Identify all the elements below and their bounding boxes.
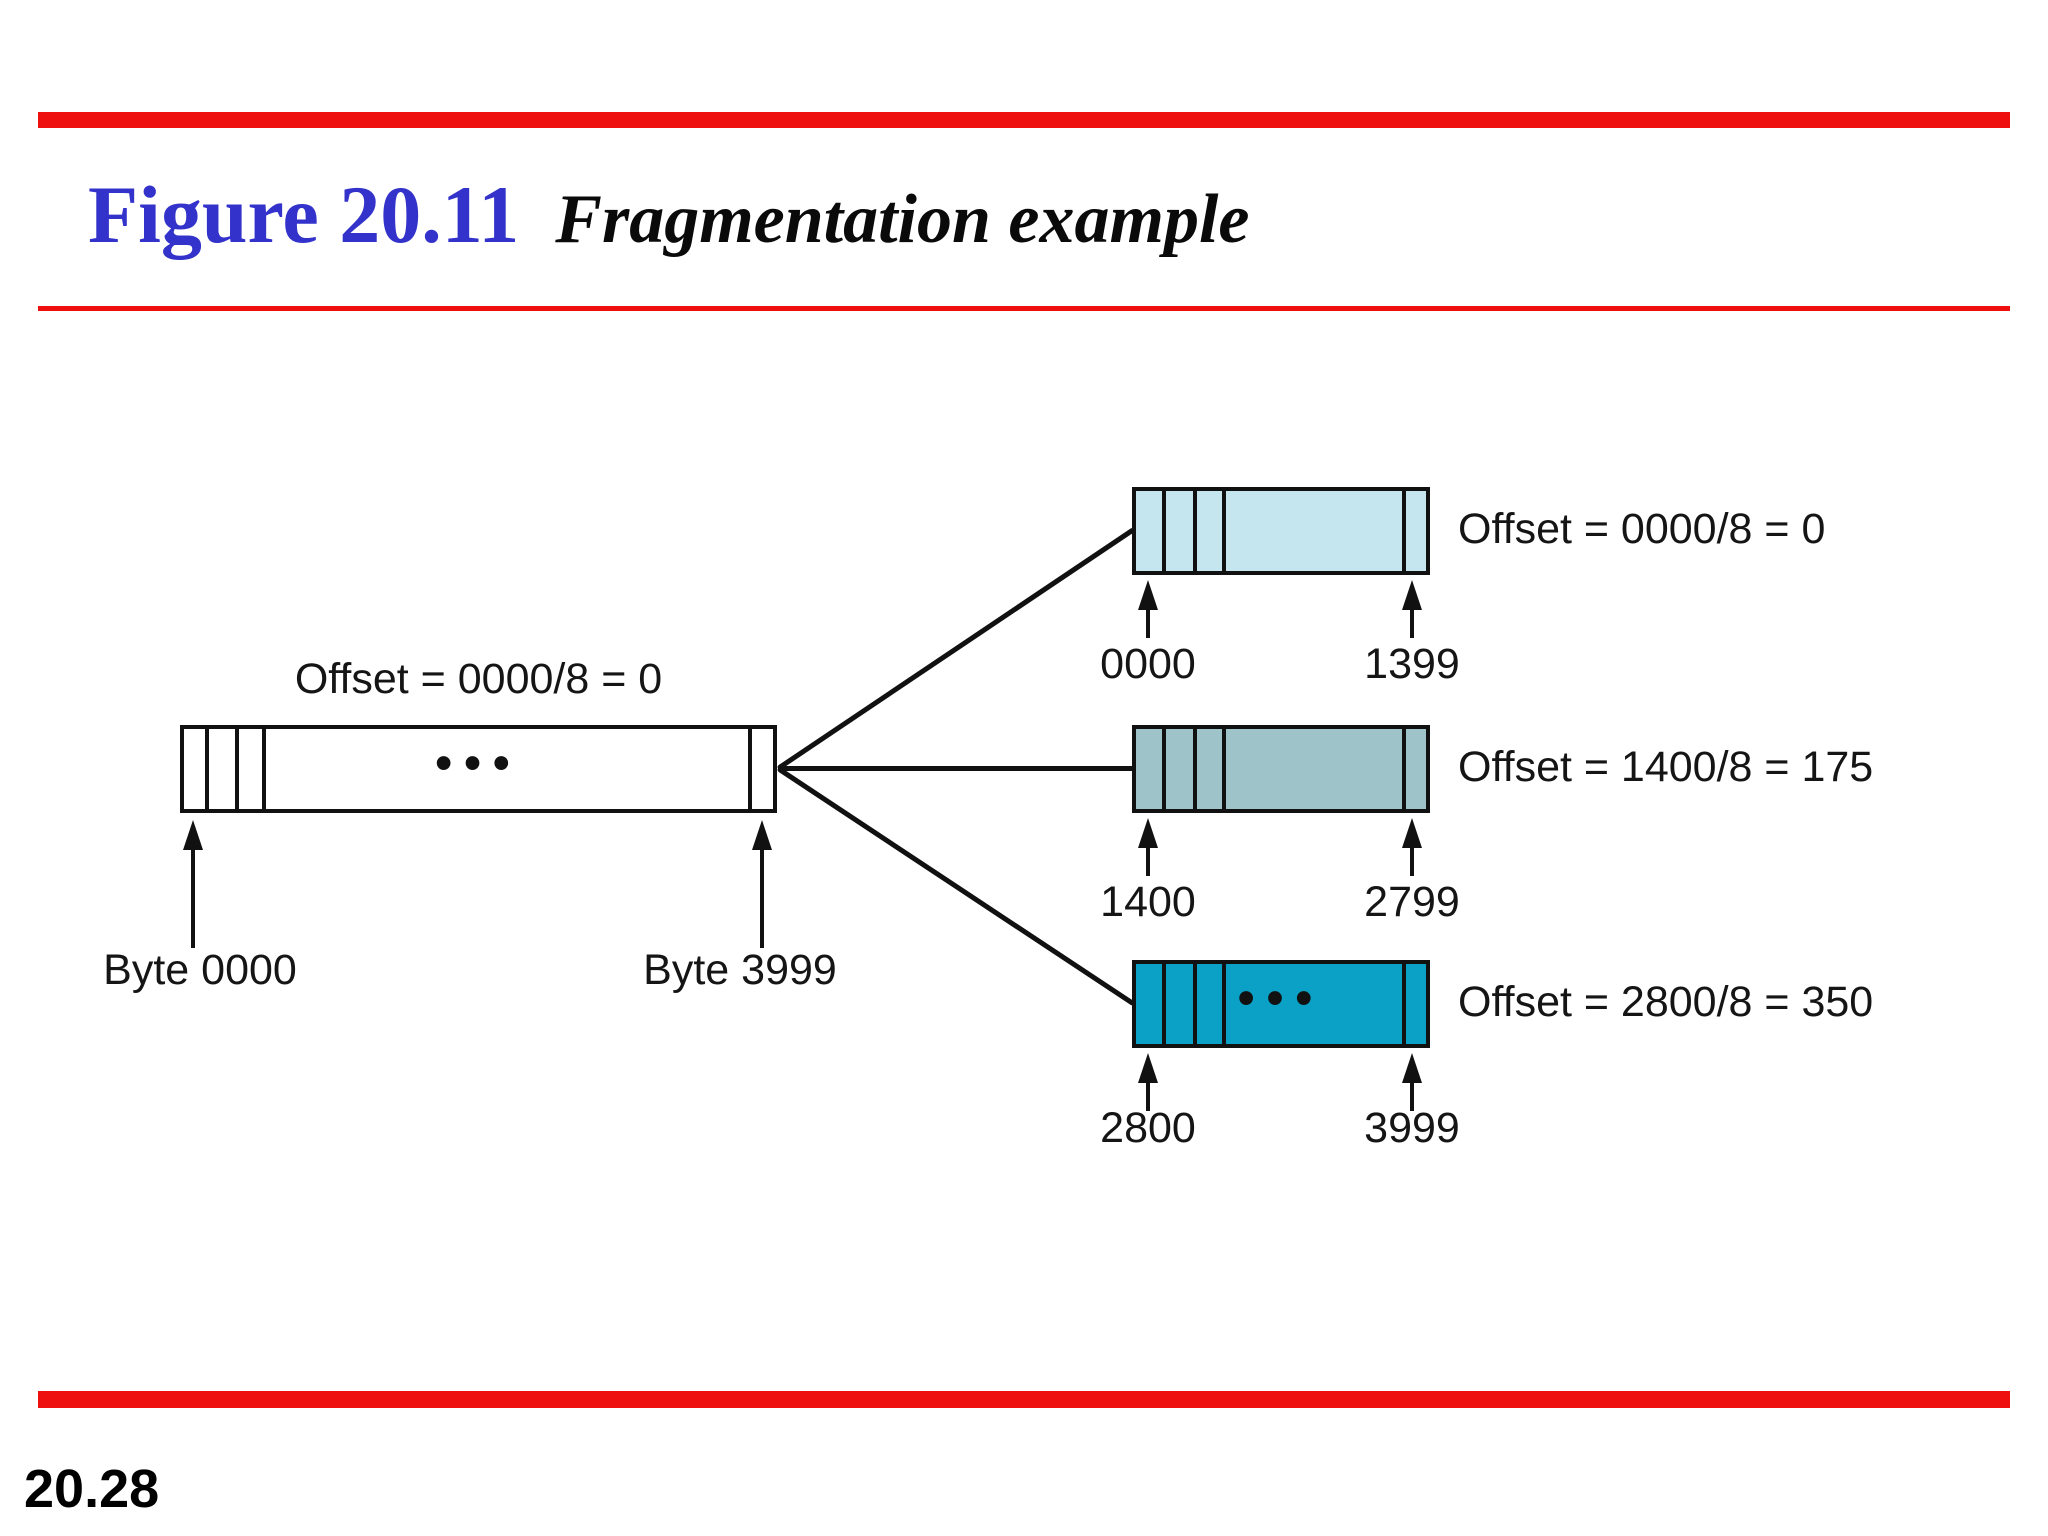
fragment3-end-arrow — [1402, 1053, 1422, 1111]
fragment3-offset-label: Offset = 2800/8 = 350 — [1458, 978, 1874, 1026]
connector-line-fragment2 — [778, 766, 1136, 771]
trailer-field-divider — [1402, 729, 1406, 809]
title-underline-rule — [38, 306, 2010, 311]
fragment2-end-byte: 2799 — [1364, 878, 1460, 926]
original-end-byte-label: Byte 3999 — [643, 946, 837, 994]
header-field-divider — [262, 729, 266, 809]
bottom-red-rule — [38, 1391, 2010, 1408]
fragment1-box — [1132, 487, 1430, 575]
byte-start-arrow — [183, 820, 203, 948]
trailer-field-divider — [1402, 964, 1406, 1044]
fragment1-offset-label: Offset = 0000/8 = 0 — [1458, 505, 1826, 553]
fragment3-box: ••• — [1132, 960, 1430, 1048]
header-field-divider — [1162, 964, 1166, 1044]
trailer-field-divider — [1402, 491, 1406, 571]
header-field-divider — [1222, 729, 1226, 809]
fragment1-end-byte: 1399 — [1364, 640, 1460, 688]
original-start-byte-label: Byte 0000 — [103, 946, 297, 994]
fragment2-start-byte: 1400 — [1100, 878, 1196, 926]
fragment2-end-arrow — [1402, 818, 1422, 876]
top-red-rule — [38, 112, 2010, 128]
ellipsis-dots: ••• — [435, 737, 522, 790]
fragment3-start-arrow — [1138, 1053, 1158, 1111]
fragment3-end-byte: 3999 — [1364, 1104, 1460, 1152]
fragment2-start-arrow — [1138, 818, 1158, 876]
page-number: 20.28 — [24, 1459, 160, 1519]
figure-number: Figure 20.11 — [88, 169, 520, 260]
header-field-divider — [1222, 964, 1226, 1044]
header-field-divider — [1193, 729, 1197, 809]
header-field-divider — [1193, 491, 1197, 571]
fragment1-start-arrow — [1138, 580, 1158, 638]
ellipsis-dots: ••• — [1237, 972, 1325, 1025]
fragment1-start-byte: 0000 — [1100, 640, 1196, 688]
header-field-divider — [1162, 491, 1166, 571]
fragment3-start-byte: 2800 — [1100, 1104, 1196, 1152]
fragment2-offset-label: Offset = 1400/8 = 175 — [1458, 743, 1874, 791]
header-field-divider — [1193, 964, 1197, 1044]
original-offset-label: Offset = 0000/8 = 0 — [294, 655, 663, 703]
original-datagram-box: ••• — [180, 725, 777, 813]
header-field-divider — [205, 729, 209, 809]
fragment1-end-arrow — [1402, 580, 1422, 638]
figure-caption: Figure 20.11 Fragmentation example — [88, 168, 1249, 262]
trailer-field-divider — [748, 729, 752, 809]
header-field-divider — [235, 729, 239, 809]
header-field-divider — [1222, 491, 1226, 571]
fragment2-box — [1132, 725, 1430, 813]
figure-title: Fragmentation example — [555, 181, 1250, 258]
byte-end-arrow — [752, 820, 772, 948]
header-field-divider — [1162, 729, 1166, 809]
